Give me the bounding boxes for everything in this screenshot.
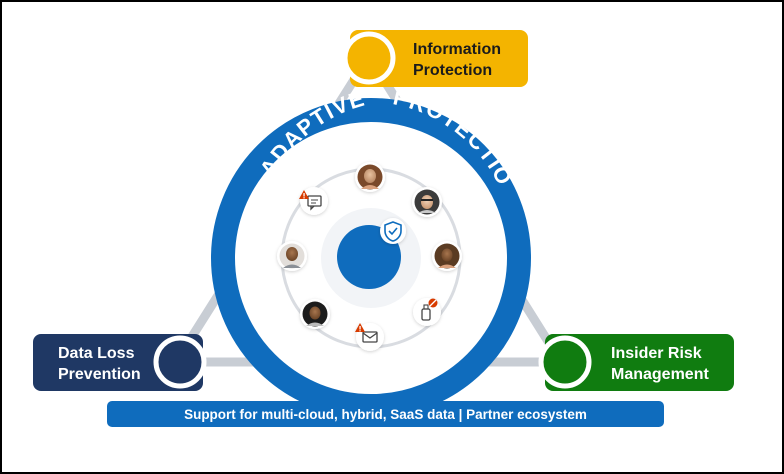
person-avatar [300,299,330,329]
information-protection-line2: Protection [413,62,492,79]
insider-risk-management-line1: Insider Risk [611,345,702,362]
data-loss-prevention-line1: Data Loss [58,345,135,362]
person-avatar [355,162,385,192]
usb-blocked-icon [413,298,441,326]
insider-risk-management-node [538,335,592,389]
chat-alert-icon [299,187,328,215]
shield-check-icon [380,218,406,244]
person-avatar [412,187,442,217]
person-avatar [277,241,307,271]
support-banner-text: Support for multi-cloud, hybrid, SaaS da… [184,407,587,422]
insider-risk-management-line2: Management [611,366,709,383]
information-protection-node [342,31,396,85]
data-loss-prevention-line2: Prevention [58,366,141,383]
insider-risk-management-label [545,334,734,391]
person-avatar [432,241,462,271]
support-banner [107,401,664,427]
email-alert-icon [355,323,384,351]
data-loss-prevention-node [153,335,207,389]
information-protection-label [350,30,528,87]
information-protection-line1: Information [413,41,501,58]
